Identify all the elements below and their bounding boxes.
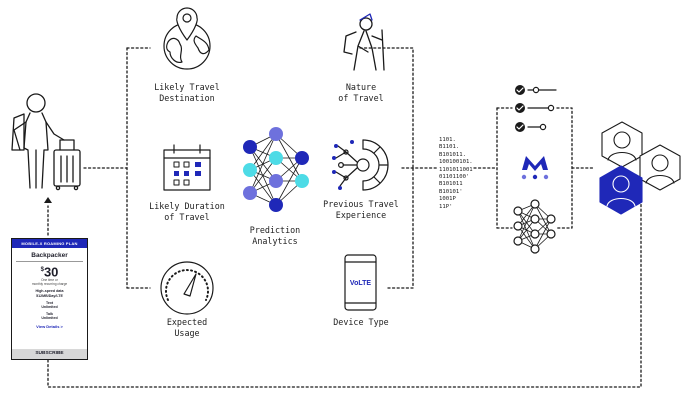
binary-line: 100100101. [439, 159, 473, 166]
network-edge [517, 203, 536, 227]
smartphone-icon [344, 254, 377, 311]
plan-name: Backpacker [31, 252, 68, 259]
binary-line: B1101. [439, 144, 460, 151]
volte-badge: VoLTE [349, 280, 372, 287]
label-device: Device Type [333, 317, 389, 327]
subscribe-button[interactable]: SUBSCRIBE [12, 349, 87, 359]
binary-line: 1001P [439, 196, 456, 203]
binary-line: 11P' [439, 203, 453, 210]
plan-features: High-speed data 512MB/Day/LTE Text Unlimi… [12, 289, 87, 320]
network-edge [249, 169, 277, 206]
network-edge [517, 203, 536, 242]
plan-feature: High-speed data 512MB/Day/LTE [35, 289, 64, 298]
plan-header: MOBILE-X ROAMING PLAN [12, 239, 87, 248]
network-edge [275, 133, 303, 182]
hiker-icon [343, 13, 385, 71]
destination-globe-icon [163, 7, 211, 70]
traveler-icon [11, 93, 81, 191]
calendar-icon [163, 144, 211, 191]
mobile-x-logo-icon [521, 156, 549, 180]
roaming-plan-card: MOBILE-X ROAMING PLAN Backpacker $30 One… [11, 238, 88, 360]
network-edge [534, 218, 552, 250]
label-nature: Nature of Travel [338, 82, 384, 103]
label-duration: Likely Duration of Travel [149, 201, 225, 222]
network-edge [249, 133, 277, 194]
label-experience: Previous Travel Experience [323, 199, 399, 220]
network-edge [275, 157, 303, 206]
customer-segments-icon [599, 121, 681, 215]
plan-feature: Talk Unlimited [41, 312, 58, 321]
arrow-up-head [44, 197, 52, 203]
usage-gauge-icon [160, 261, 214, 315]
binary-line: B101011 [439, 181, 463, 188]
binary-line: 1101. [439, 137, 456, 143]
divider [16, 261, 83, 262]
view-details-link[interactable]: View Details > [36, 323, 63, 329]
label-destination: Likely Travel Destination [154, 82, 220, 103]
label-usage: Expected Usage [166, 317, 208, 338]
binary-line: 01101100' [439, 174, 470, 181]
binary-line: 1101011001 [439, 166, 473, 173]
network-edge [249, 133, 277, 171]
travel-experience-icon [332, 139, 389, 191]
prediction-network-icon [243, 127, 309, 212]
network-edge [517, 218, 536, 242]
binary-line: B101011. [439, 151, 466, 158]
binary-line: B10101' [439, 188, 463, 195]
network-edge [249, 157, 277, 194]
label-prediction: Prediction Analytics [249, 225, 301, 246]
ml-network-icon [513, 199, 556, 254]
plan-price: $30 [40, 264, 59, 280]
price-note: One time or monthly recurring charge [31, 278, 68, 287]
plan-feature: Text Unlimited [41, 300, 58, 309]
checklist-icon [515, 85, 557, 132]
connector-lines [47, 47, 642, 388]
